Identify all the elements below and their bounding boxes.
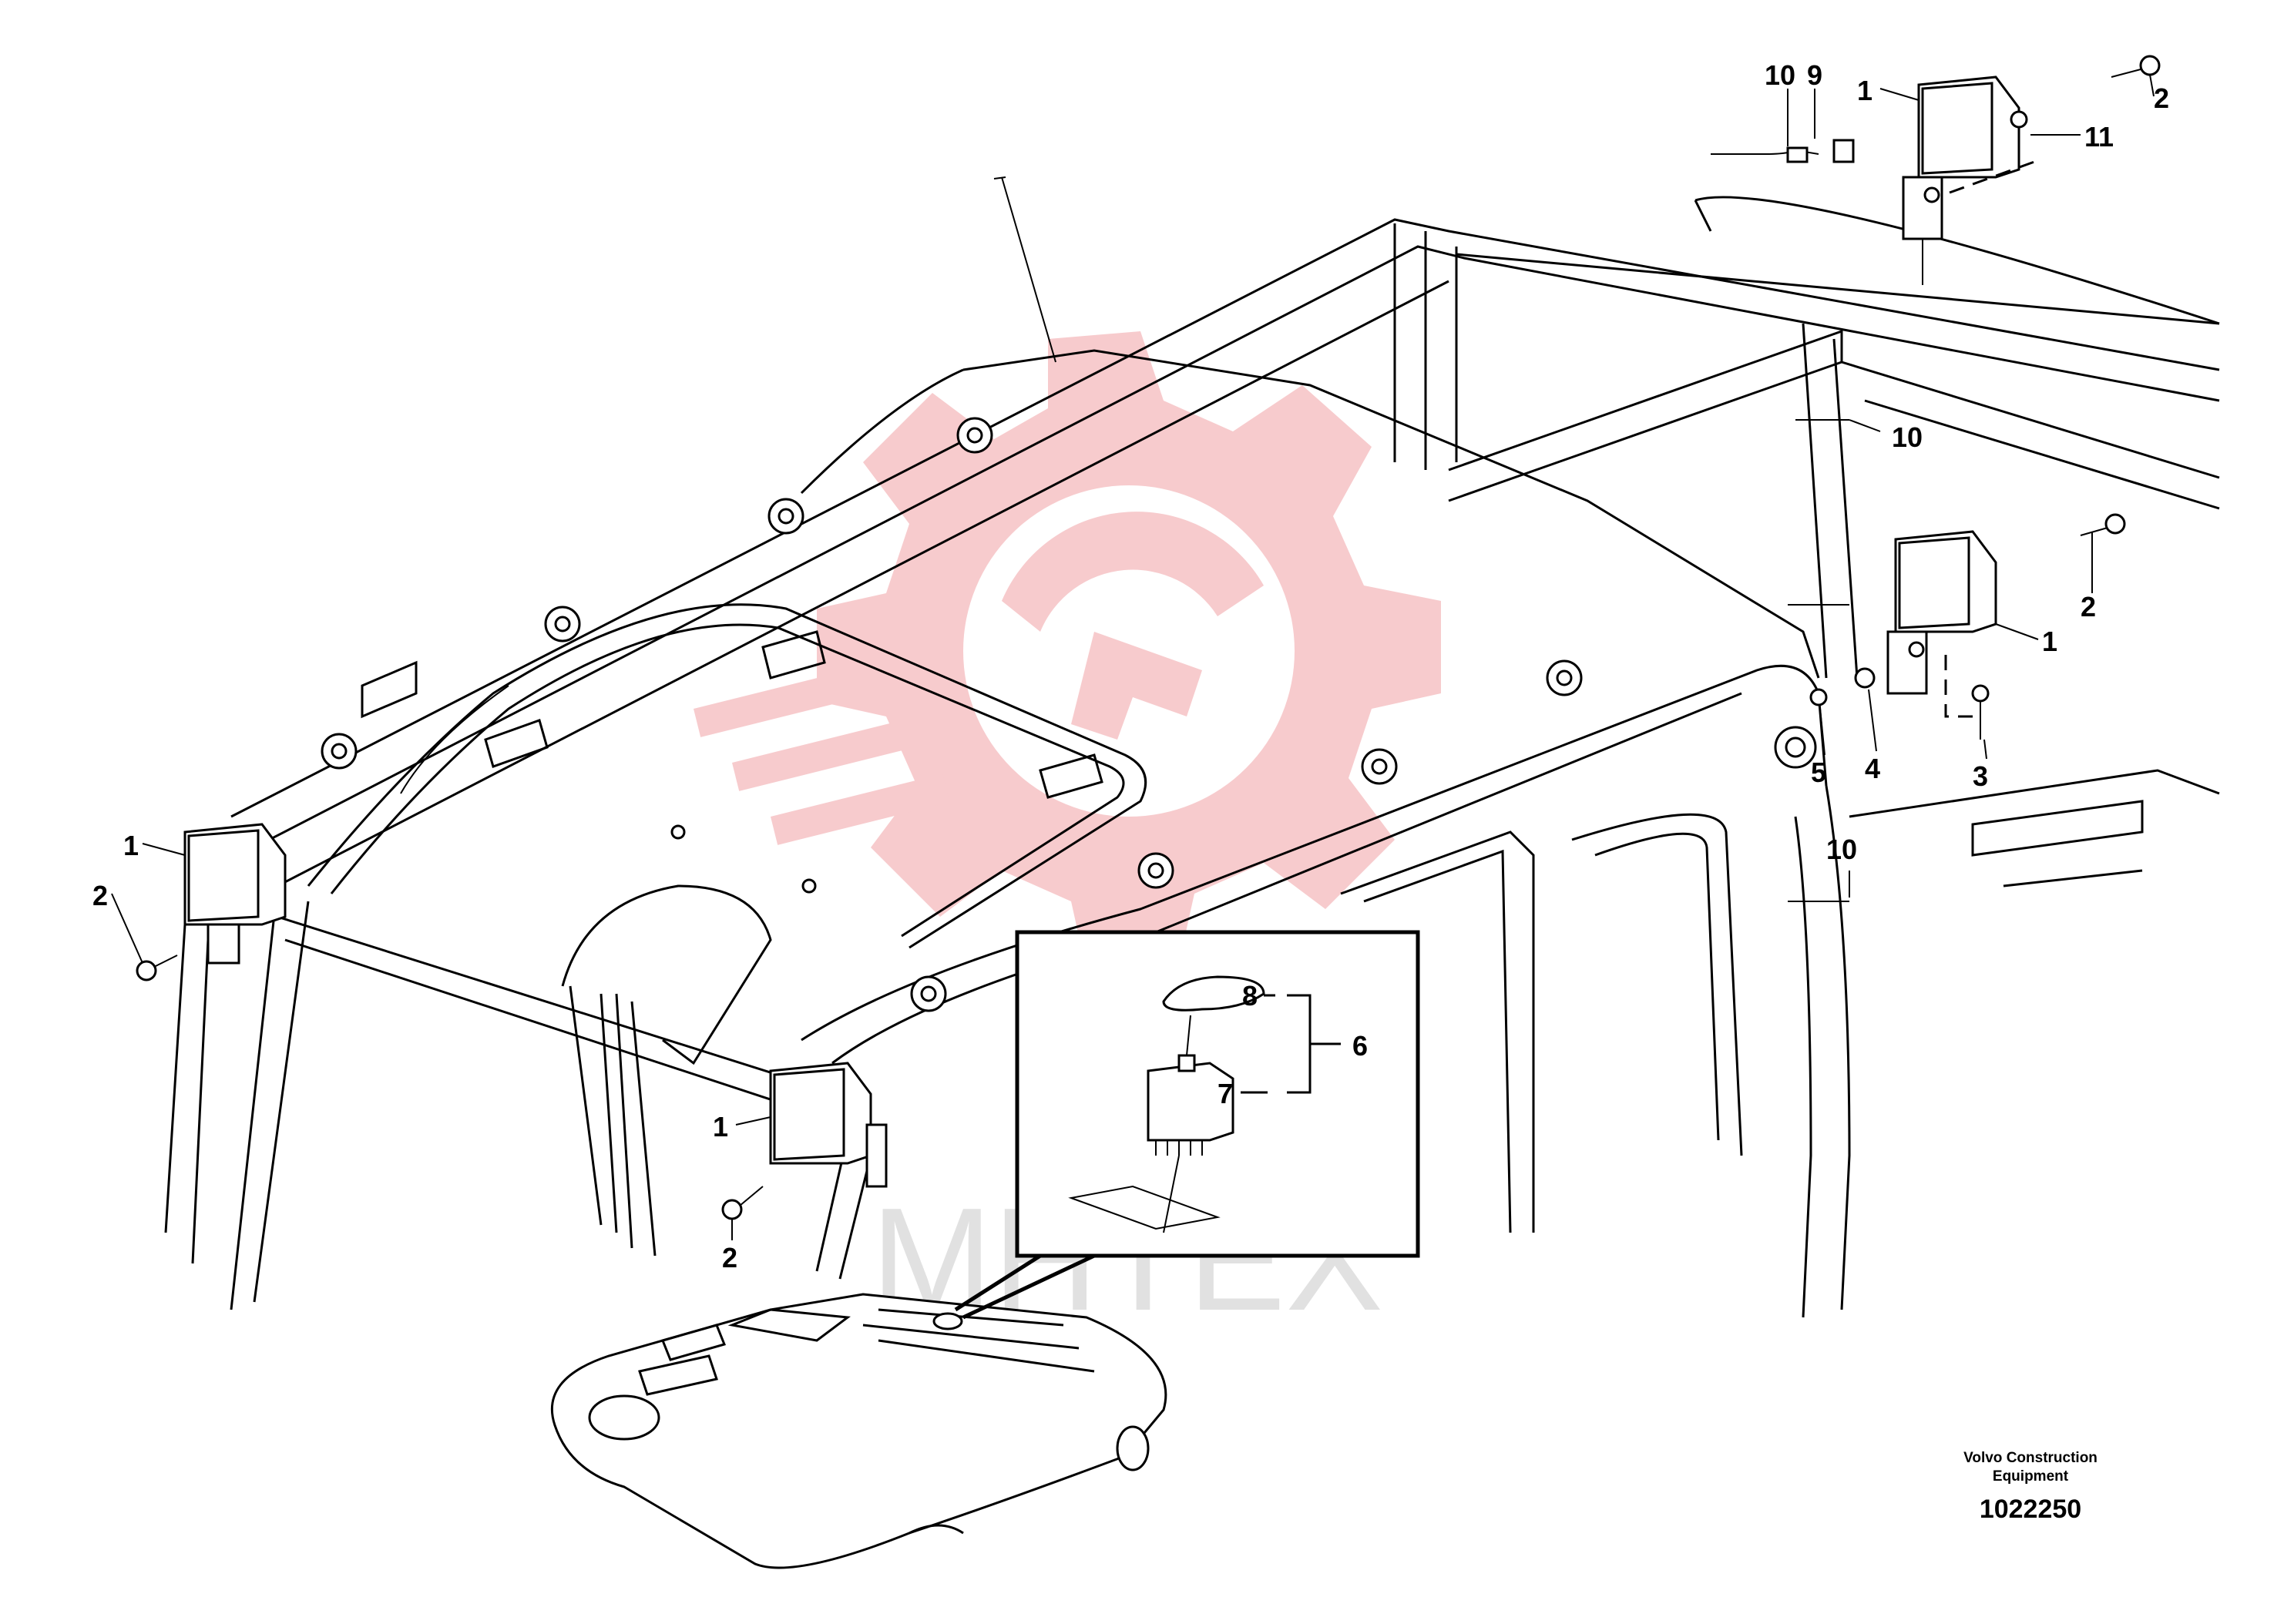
company-name-line1: Volvo Construction <box>1963 1450 2098 1466</box>
detail-inset <box>954 930 1420 1320</box>
drawing-number: 1022250 <box>1980 1495 2081 1524</box>
company-name-line2: Equipment <box>1993 1468 2069 1485</box>
callout-9: 9 <box>1807 59 1822 91</box>
callout-2: 2 <box>2154 82 2169 114</box>
roof-bolts <box>321 417 1817 1012</box>
callout-6: 6 <box>1352 1030 1368 1062</box>
work-lamp-rear-side <box>1886 530 1997 695</box>
cab-roof-drawing <box>164 176 2220 1318</box>
callout-4: 4 <box>1865 753 1880 784</box>
callout-7: 7 <box>1218 1078 1233 1109</box>
callout-11: 11 <box>2084 121 2114 153</box>
callout-10: 10 <box>1765 59 1795 91</box>
callout-1: 1 <box>123 830 139 861</box>
callout-8: 8 <box>1242 980 1258 1012</box>
work-lamp-rear-top <box>1902 75 2020 285</box>
watermark-logo: MHTEX <box>693 331 1441 1341</box>
drawing-footer: Volvo Construction Equipment 1022250 <box>1963 1450 2098 1524</box>
callout-5: 5 <box>1811 757 1826 788</box>
callout-2: 2 <box>92 880 108 911</box>
callout-2: 2 <box>2081 591 2096 622</box>
control-panel <box>550 1293 1167 1569</box>
callout-1: 1 <box>2042 626 2057 657</box>
callout-1: 1 <box>1857 75 1872 106</box>
callout-10: 10 <box>1826 834 1857 865</box>
callout-2: 2 <box>722 1242 737 1273</box>
bulbs <box>136 55 2161 1220</box>
cable-ties <box>1711 139 1855 902</box>
callout-1: 1 <box>713 1111 728 1143</box>
work-lamp-front-left <box>183 823 287 965</box>
callout-3: 3 <box>1973 760 1988 792</box>
leader-lines <box>111 74 2155 1240</box>
callout-10: 10 <box>1892 421 1923 453</box>
work-lamp-front-right <box>769 1062 888 1188</box>
callout-labels: 1 2 1 2 1 2 10 9 11 10 2 1 3 4 5 10 8 7 … <box>92 59 2169 1273</box>
fasteners <box>1809 110 2035 740</box>
